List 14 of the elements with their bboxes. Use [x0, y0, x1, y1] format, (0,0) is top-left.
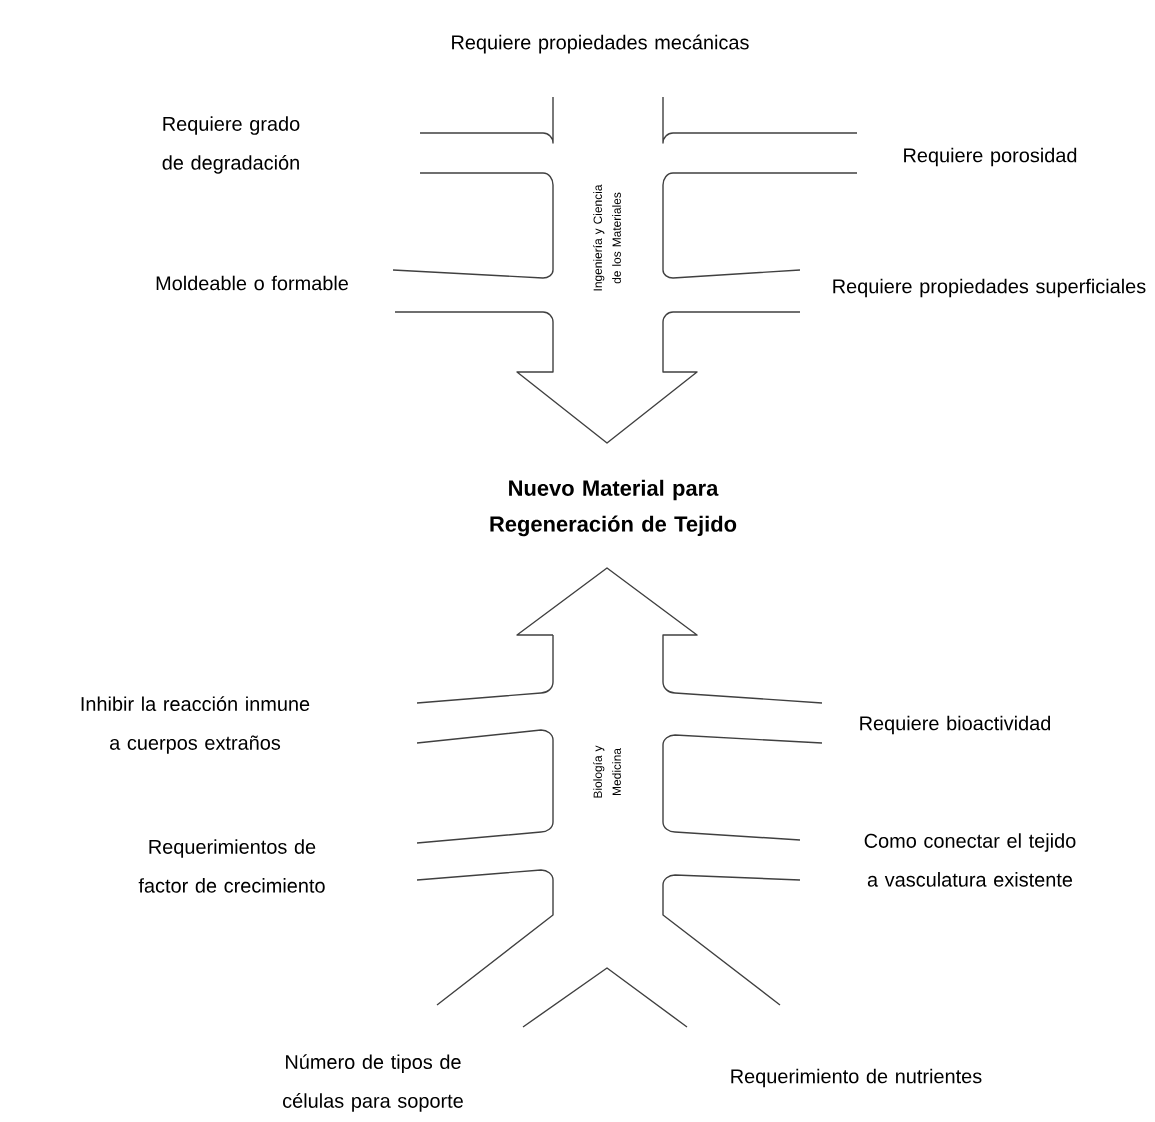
label-text: Moldeable o formable	[156, 275, 348, 291]
label-text: Requiere propiedades mecánicas	[452, 34, 749, 54]
label-text: Número de tipos de células para soporte	[283, 1054, 463, 1112]
label-text: Ingeniería y Ciencia de los Materiales	[593, 184, 621, 291]
label-text: Como conectar el tejido a vasculatura existente	[864, 833, 1076, 887]
label-text: Biología y Medicina	[593, 745, 621, 798]
label-text: Requiere propiedades superficiales	[833, 278, 1146, 298]
label-text: Requiere bioactividad	[860, 715, 1051, 735]
label-text: Requiere porosidad	[904, 147, 1077, 167]
label-text: Requerimientos de factor de crecimiento	[138, 839, 325, 893]
label-text: Requiere grado de degradación	[162, 116, 300, 174]
label-text: Inhibir la reacción inmune a cuerpos extraños	[81, 696, 310, 754]
heading-text: Nuevo Material para Regeneración de Tejido	[490, 479, 737, 537]
label-text: Requerimiento de nutrientes	[731, 1068, 982, 1088]
